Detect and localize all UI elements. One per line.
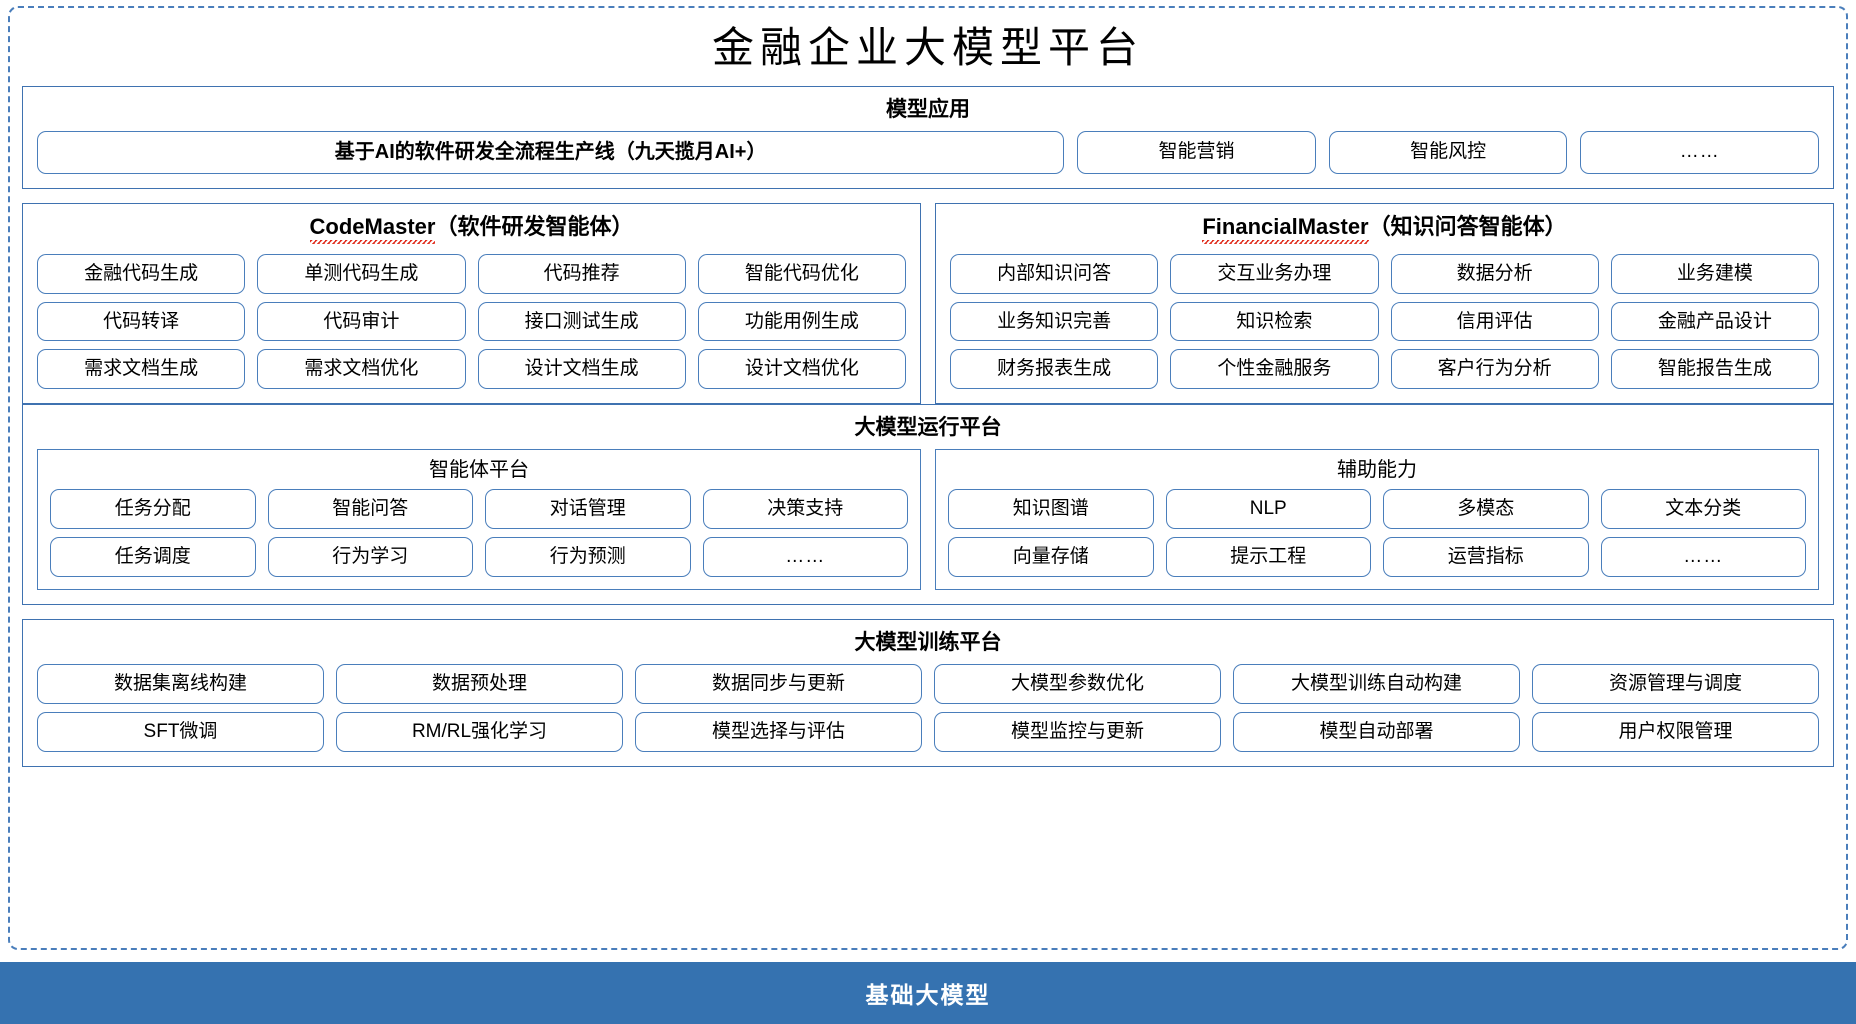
subsection-title-agent-platform: 智能体平台 xyxy=(429,459,529,482)
chip-training-1-6[interactable]: 资源管理与调度 xyxy=(1532,664,1819,705)
chip-training-2-6[interactable]: 用户权限管理 xyxy=(1532,712,1819,753)
chip-codemaster-2-4[interactable]: 功能用例生成 xyxy=(697,301,906,342)
chip-codemaster-1-1[interactable]: 金融代码生成 xyxy=(37,253,246,294)
chip-agent-platform-1-2[interactable]: 智能问答 xyxy=(267,489,473,530)
chip-agent-platform-2-1[interactable]: 任务调度 xyxy=(50,537,256,578)
financialmaster-row-2: 业务知识完善 知识检索 信用评估 金融产品设计 xyxy=(950,301,1819,342)
financialmaster-name-suffix: （知识问答智能体） xyxy=(1368,214,1567,240)
financialmaster-row-1: 内部知识问答 交互业务办理 数据分析 业务建模 xyxy=(950,253,1819,294)
chip-codemaster-3-2[interactable]: 需求文档优化 xyxy=(257,349,466,390)
agent-platform-row-2: 任务调度 行为学习 行为预测 …… xyxy=(50,537,908,578)
codemaster-name-suffix: （软件研发智能体） xyxy=(435,214,634,240)
codemaster-row-2: 代码转译 代码审计 接口测试生成 功能用例生成 xyxy=(37,301,906,342)
model-application-items: 基于AI的软件研发全流程生产线（九天揽月AI+） 智能营销 智能风控 …… xyxy=(37,131,1820,175)
chip-financialmaster-2-4[interactable]: 金融产品设计 xyxy=(1610,301,1819,342)
chip-agent-platform-1-4[interactable]: 决策支持 xyxy=(702,489,908,530)
chip-auxiliary-1-3[interactable]: 多模态 xyxy=(1383,489,1589,530)
chip-training-2-2[interactable]: RM/RL强化学习 xyxy=(336,712,623,753)
chip-auxiliary-2-3[interactable]: 运营指标 xyxy=(1383,537,1589,578)
chip-ai-software-pipeline[interactable]: 基于AI的软件研发全流程生产线（九天揽月AI+） xyxy=(37,131,1065,175)
financialmaster-row-3: 财务报表生成 个性金融服务 客户行为分析 智能报告生成 xyxy=(950,349,1819,390)
chip-financialmaster-3-4[interactable]: 智能报告生成 xyxy=(1610,349,1819,390)
chip-codemaster-1-4[interactable]: 智能代码优化 xyxy=(697,253,906,294)
section-title-codemaster: CodeMaster（软件研发智能体） xyxy=(37,214,906,244)
codemaster-row-1: 金融代码生成 单测代码生成 代码推荐 智能代码优化 xyxy=(37,253,906,294)
chip-codemaster-1-3[interactable]: 代码推荐 xyxy=(477,253,686,294)
chip-financialmaster-1-1[interactable]: 内部知识问答 xyxy=(950,253,1159,294)
chip-agent-platform-2-3[interactable]: 行为预测 xyxy=(485,537,691,578)
chip-agent-platform-2-4[interactable]: …… xyxy=(702,537,908,578)
chip-financialmaster-2-2[interactable]: 知识检索 xyxy=(1170,301,1379,342)
chip-codemaster-3-3[interactable]: 设计文档生成 xyxy=(477,349,686,390)
section-runtime-platform: 大模型运行平台 智能体平台 任务分配 智能问答 对话管理 决策支持 任务调度 行… xyxy=(22,404,1834,606)
chip-training-2-1[interactable]: SFT微调 xyxy=(37,712,324,753)
runtime-subpanels: 智能体平台 任务分配 智能问答 对话管理 决策支持 任务调度 行为学习 行为预测… xyxy=(37,449,1819,591)
training-row-1: 数据集离线构建 数据预处理 数据同步与更新 大模型参数优化 大模型训练自动构建 … xyxy=(37,664,1819,705)
chip-codemaster-3-4[interactable]: 设计文档优化 xyxy=(697,349,906,390)
subsection-auxiliary-capability: 辅助能力 知识图谱 NLP 多模态 文本分类 向量存储 提示工程 运营指标 …… xyxy=(935,449,1819,591)
section-title-model-application: 模型应用 xyxy=(886,98,970,122)
chip-financialmaster-2-1[interactable]: 业务知识完善 xyxy=(950,301,1159,342)
chip-financialmaster-3-2[interactable]: 个性金融服务 xyxy=(1170,349,1379,390)
chip-training-2-5[interactable]: 模型自动部署 xyxy=(1233,712,1520,753)
base-model-bar: 基础大模型 xyxy=(0,962,1856,1024)
chip-financialmaster-1-2[interactable]: 交互业务办理 xyxy=(1170,253,1379,294)
chip-financialmaster-1-3[interactable]: 数据分析 xyxy=(1390,253,1599,294)
chip-codemaster-1-2[interactable]: 单测代码生成 xyxy=(257,253,466,294)
chip-financialmaster-3-3[interactable]: 客户行为分析 xyxy=(1390,349,1599,390)
chip-financialmaster-2-3[interactable]: 信用评估 xyxy=(1390,301,1599,342)
agent-platform-row-1: 任务分配 智能问答 对话管理 决策支持 xyxy=(50,489,908,530)
section-financialmaster: FinancialMaster（知识问答智能体） 内部知识问答 交互业务办理 数… xyxy=(935,203,1834,405)
chip-auxiliary-2-2[interactable]: 提示工程 xyxy=(1165,537,1371,578)
chip-financialmaster-3-1[interactable]: 财务报表生成 xyxy=(950,349,1159,390)
chip-training-1-5[interactable]: 大模型训练自动构建 xyxy=(1233,664,1520,705)
subsection-title-auxiliary-capability: 辅助能力 xyxy=(1337,459,1417,482)
platform-outer-frame: 金融企业大模型平台 模型应用 基于AI的软件研发全流程生产线（九天揽月AI+） … xyxy=(8,6,1848,950)
chip-codemaster-3-1[interactable]: 需求文档生成 xyxy=(37,349,246,390)
chip-training-1-2[interactable]: 数据预处理 xyxy=(336,664,623,705)
codemaster-name: CodeMaster xyxy=(309,214,436,244)
chip-auxiliary-1-2[interactable]: NLP xyxy=(1165,489,1371,530)
chip-training-2-4[interactable]: 模型监控与更新 xyxy=(934,712,1221,753)
chip-agent-platform-1-3[interactable]: 对话管理 xyxy=(485,489,691,530)
chip-training-2-3[interactable]: 模型选择与评估 xyxy=(635,712,922,753)
financialmaster-name: FinancialMaster xyxy=(1202,214,1369,244)
chip-training-1-3[interactable]: 数据同步与更新 xyxy=(635,664,922,705)
chip-auxiliary-1-4[interactable]: 文本分类 xyxy=(1600,489,1806,530)
page-title: 金融企业大模型平台 xyxy=(711,26,1144,72)
auxiliary-row-2: 向量存储 提示工程 运营指标 …… xyxy=(948,537,1806,578)
section-codemaster: CodeMaster（软件研发智能体） 金融代码生成 单测代码生成 代码推荐 智… xyxy=(22,203,921,405)
chip-auxiliary-2-1[interactable]: 向量存储 xyxy=(948,537,1154,578)
chip-more-applications[interactable]: …… xyxy=(1580,131,1820,175)
section-title-runtime-platform: 大模型运行平台 xyxy=(854,416,1002,440)
chip-codemaster-2-2[interactable]: 代码审计 xyxy=(257,301,466,342)
auxiliary-row-1: 知识图谱 NLP 多模态 文本分类 xyxy=(948,489,1806,530)
chip-auxiliary-2-4[interactable]: …… xyxy=(1600,537,1806,578)
chip-auxiliary-1-1[interactable]: 知识图谱 xyxy=(948,489,1154,530)
subsection-agent-platform: 智能体平台 任务分配 智能问答 对话管理 决策支持 任务调度 行为学习 行为预测… xyxy=(37,449,921,591)
chip-codemaster-2-1[interactable]: 代码转译 xyxy=(37,301,246,342)
chip-financialmaster-1-4[interactable]: 业务建模 xyxy=(1610,253,1819,294)
chip-smart-risk-control[interactable]: 智能风控 xyxy=(1328,131,1568,175)
agents-row: CodeMaster（软件研发智能体） 金融代码生成 单测代码生成 代码推荐 智… xyxy=(22,203,1834,405)
codemaster-row-3: 需求文档生成 需求文档优化 设计文档生成 设计文档优化 xyxy=(37,349,906,390)
section-title-financialmaster: FinancialMaster（知识问答智能体） xyxy=(950,214,1819,244)
chip-codemaster-2-3[interactable]: 接口测试生成 xyxy=(477,301,686,342)
base-model-label: 基础大模型 xyxy=(865,982,991,1008)
section-training-platform: 大模型训练平台 数据集离线构建 数据预处理 数据同步与更新 大模型参数优化 大模… xyxy=(22,619,1834,768)
chip-agent-platform-2-2[interactable]: 行为学习 xyxy=(267,537,473,578)
training-row-2: SFT微调 RM/RL强化学习 模型选择与评估 模型监控与更新 模型自动部署 用… xyxy=(37,712,1819,753)
section-title-training-platform: 大模型训练平台 xyxy=(854,631,1002,655)
chip-smart-marketing[interactable]: 智能营销 xyxy=(1077,131,1316,175)
chip-training-1-4[interactable]: 大模型参数优化 xyxy=(934,664,1221,705)
chip-training-1-1[interactable]: 数据集离线构建 xyxy=(37,664,324,705)
chip-agent-platform-1-1[interactable]: 任务分配 xyxy=(50,489,256,530)
section-model-application: 模型应用 基于AI的软件研发全流程生产线（九天揽月AI+） 智能营销 智能风控 … xyxy=(22,86,1834,190)
